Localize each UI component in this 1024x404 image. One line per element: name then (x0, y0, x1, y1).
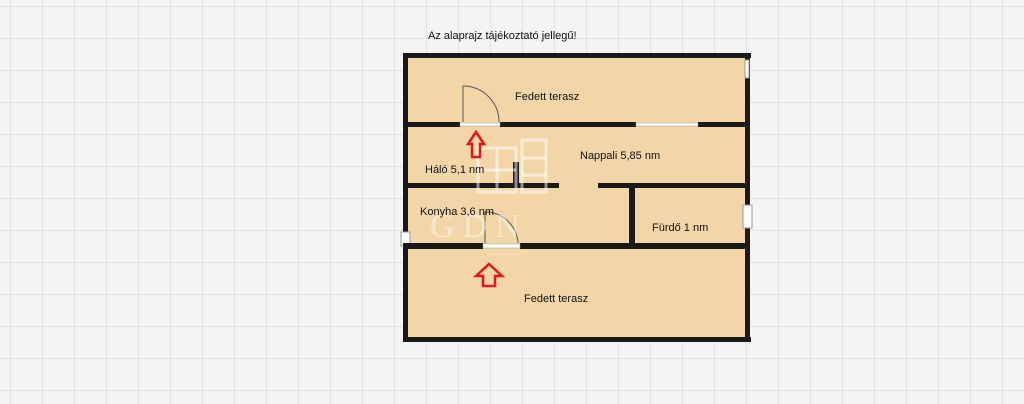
room-label-bedroom: Háló 5,1 nm (425, 164, 485, 176)
door-opening-bottom (482, 243, 521, 249)
watermark-graphic (476, 138, 548, 194)
room-label-terrace-bottom: Fedett terasz (524, 293, 589, 305)
door-swing-bottom (484, 211, 519, 244)
door-opening-top (459, 122, 501, 127)
sliding-door (635, 122, 699, 127)
room-label-bathroom: Fürdő 1 nm (652, 222, 709, 234)
room-label-kitchen: Konyha 3,6 nm (420, 206, 494, 218)
outer-walls (403, 53, 751, 342)
entry-arrow-up (465, 129, 487, 159)
room-label-living: Nappali 5,85 nm (580, 150, 661, 162)
disclaimer-note: Az alaprajz tájékoztató jellegű! (428, 30, 577, 42)
room-label-terrace-top: Fedett terasz (515, 91, 580, 103)
watermark-text: GDN (430, 208, 528, 245)
entry-arrow-up (472, 262, 506, 288)
door-swing-top (462, 85, 500, 123)
